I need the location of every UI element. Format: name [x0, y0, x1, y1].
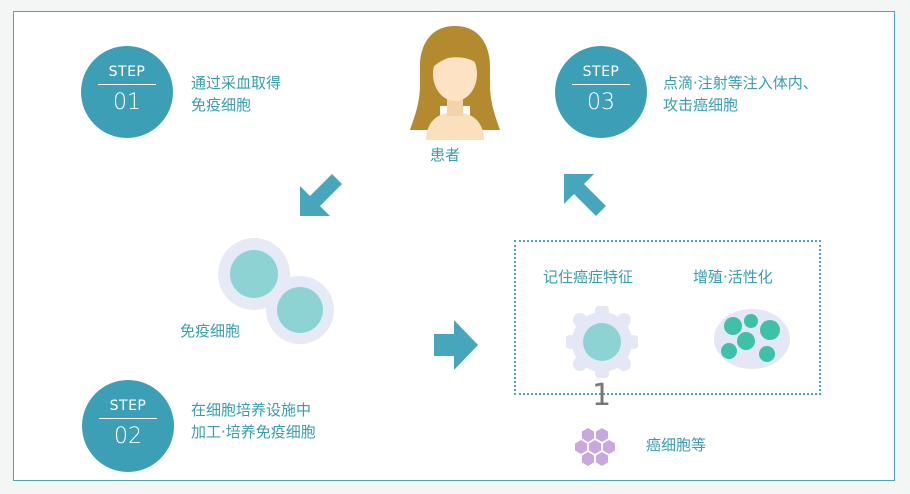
immune-cells-icon [218, 238, 334, 344]
step-01-number: 01 [113, 90, 141, 115]
patient-label: 患者 [430, 146, 461, 164]
step-02-label: STEP [109, 398, 147, 414]
step-01-badge: STEP 01 [81, 46, 173, 138]
step-01-divider [98, 84, 156, 85]
proliferating-cells-icon [714, 309, 790, 369]
immune-cell-label: 免疫细胞 [180, 322, 241, 340]
activation-box [514, 240, 821, 395]
connector-mark: 1 [592, 378, 612, 413]
step-02-badge: STEP 02 [82, 380, 174, 472]
step-02-number: 02 [114, 424, 142, 449]
step-02-divider [99, 418, 157, 419]
step-03-text-line2: 攻击癌细胞 [663, 96, 739, 114]
feature-left-label: 记住癌症特征 [543, 268, 634, 286]
step-03-badge: STEP 03 [555, 46, 647, 138]
step-03-label: STEP [582, 64, 620, 80]
step-01-text-line2: 免疫细胞 [191, 96, 252, 114]
step-01-text-line1: 通过采血取得 [191, 74, 282, 92]
step-02-text-line2: 加工·培养免疫细胞 [191, 423, 316, 441]
step-01-label: STEP [108, 64, 146, 80]
arrow-up-left-icon [564, 174, 606, 216]
cancer-cell-label: 癌细胞等 [646, 436, 707, 454]
patient-icon [410, 26, 500, 140]
feature-right-label: 增殖·活性化 [693, 268, 773, 286]
step-03-text-line1: 点滴·注射等注入体内、 [663, 74, 818, 92]
arrow-down-left-icon [300, 174, 342, 216]
step-03-divider [572, 84, 630, 85]
step-03-number: 03 [587, 90, 615, 115]
cancer-cells-icon [575, 428, 615, 466]
step-02-text-line1: 在细胞培养设施中 [191, 401, 312, 419]
arrow-right-icon [434, 320, 478, 370]
memory-cell-icon [566, 306, 638, 378]
